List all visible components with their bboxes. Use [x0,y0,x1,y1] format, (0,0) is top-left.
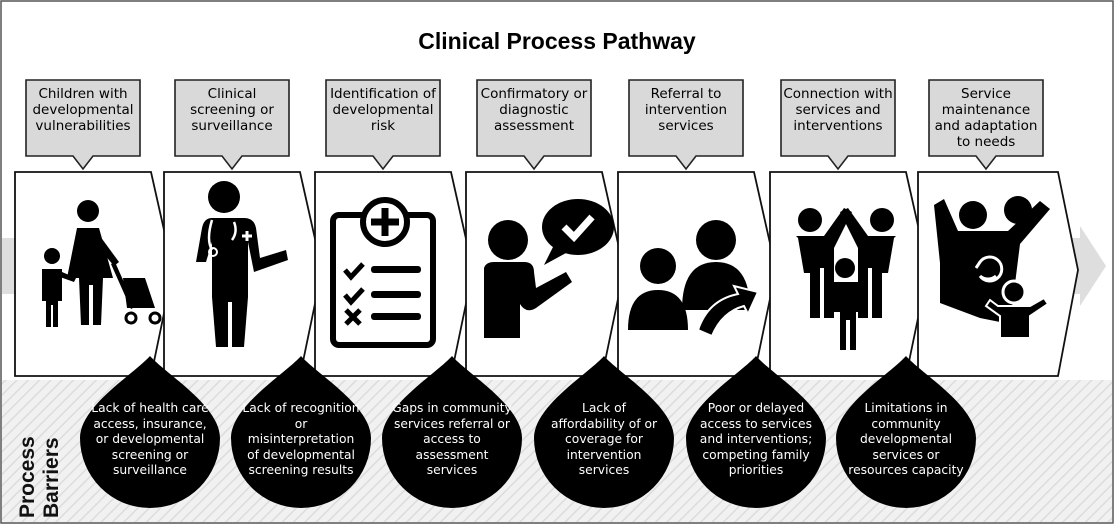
barrier-drop [231,356,371,508]
step-callout-box [174,79,290,171]
barrier-drop [79,356,220,509]
page-title: Clinical Process Pathway [418,28,696,54]
barrier-drop [382,356,522,508]
barrier-drop [534,356,674,508]
step-label: Confirmatory or diagnostic assessment [480,86,588,134]
step-callout-box [325,79,441,171]
referral-icon [628,220,760,338]
step-callout-box [628,79,744,171]
family-with-stroller-icon [42,200,162,327]
process-barriers-label: Process Barriers [7,392,67,520]
family-cycle-icon [934,196,1050,339]
step-label: Service maintenance and adaptation to ne… [934,86,1038,150]
side-label-line1: Process [16,436,39,518]
speech-bubble-check-icon [484,199,614,338]
step-label: Referral to intervention services [644,86,728,134]
barrier-drop [836,356,976,508]
step-label: Children with developmental vulnerabilit… [32,86,134,134]
doctor-icon [196,181,288,347]
barrier-text: Gaps in community services referral or a… [392,401,512,477]
barrier-text: Limitations in community developmental s… [848,401,964,477]
barrier-text: Lack of recognition or misinterpretation… [242,401,360,477]
checklist-icon [330,197,436,348]
step-label: Connection with services and interventio… [783,86,893,134]
step-callout-box [780,79,896,171]
step-label: Identification of developmental risk [330,86,436,134]
step-callout-box [928,79,1044,171]
barrier-text: Lack of health care access, insurance, o… [91,401,209,477]
step-callout-box [25,79,141,171]
side-label-line2: Barriers [40,437,63,518]
barrier-drop [686,356,826,508]
step-label: Clinical screening or surveillance [190,86,274,134]
high-five-family-icon [796,208,896,350]
barrier-text: Lack of affordability of or coverage for… [550,401,658,477]
step-callout-box [476,79,592,171]
barrier-text: Poor or delayed access to services and i… [699,401,813,477]
